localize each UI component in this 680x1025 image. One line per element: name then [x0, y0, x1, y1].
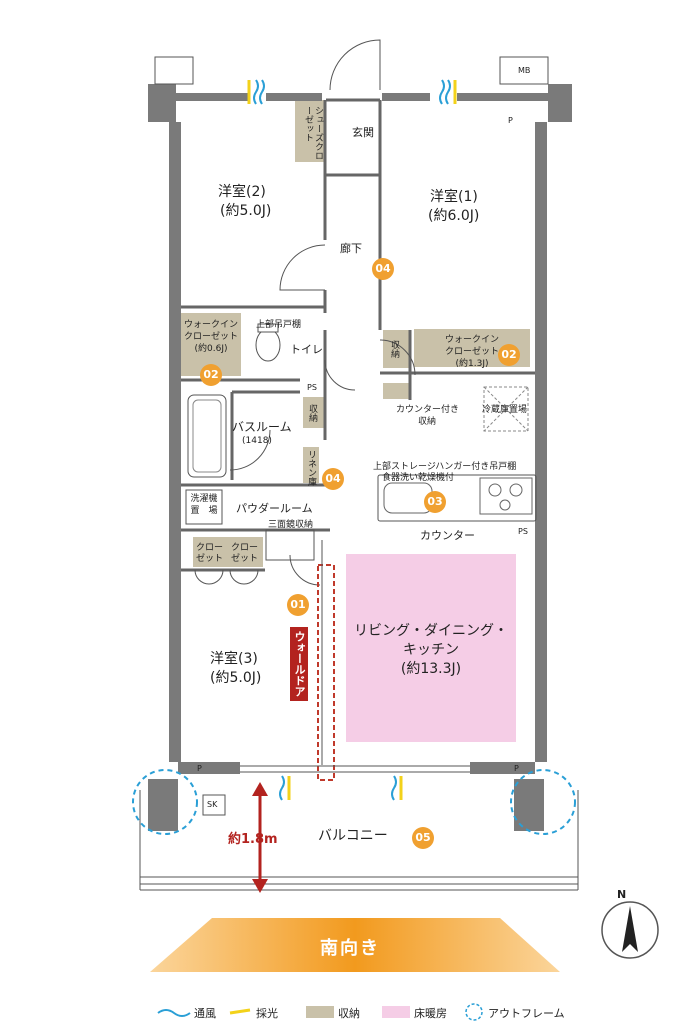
hall-label: 廊下	[340, 242, 362, 255]
marker-03: 03	[424, 491, 446, 513]
western2-name: 洋室(2)	[218, 184, 266, 200]
wic-left-line2: クローゼット	[183, 332, 238, 342]
wall-door-outline	[317, 564, 335, 781]
depth-label: 約1.8m	[228, 832, 278, 847]
wall-door-label: ウォールドア	[290, 627, 308, 701]
floor-heating-area	[346, 554, 516, 742]
wic-left-line1: ウォークイン	[183, 320, 238, 330]
counter-label: カウンター	[420, 529, 475, 542]
north-label: N	[617, 888, 627, 901]
marker-04: 04	[372, 258, 394, 280]
fridge-label: 冷蔵庫置場	[482, 405, 528, 415]
sk-label: SK	[207, 800, 218, 809]
legend-outframe-icon	[465, 1003, 483, 1021]
legend-wave-icon	[157, 1009, 191, 1017]
balcony-label: バルコニー	[318, 828, 388, 844]
light-marks	[247, 80, 457, 800]
ps-label: PS	[307, 383, 317, 392]
wic-left-size: (約0.6J)	[194, 344, 228, 354]
bathroom-name: バスルーム	[232, 420, 292, 434]
marker-02: 02	[498, 344, 520, 366]
p-label: P	[197, 764, 202, 773]
legend-storage: 収納	[338, 1007, 360, 1020]
ldk-line1: リビング・ダイニング・	[354, 623, 508, 639]
legend-light: 採光	[256, 1007, 278, 1020]
outframe-left	[132, 769, 198, 835]
washer-line2: 置 場	[190, 506, 218, 516]
legend-floor-heating: 床暖房	[414, 1007, 447, 1020]
mb-label: MB	[518, 66, 531, 75]
ldk-size: (約13.3J)	[400, 661, 462, 677]
upper-cabinet-label: 上部吊戸棚	[256, 320, 302, 330]
ventilation-marks	[253, 79, 451, 801]
western1-size: (約6.0J)	[428, 208, 480, 224]
storage-areas	[181, 100, 530, 567]
marker-05: 05	[412, 827, 434, 849]
bathroom-size: (1418)	[242, 436, 272, 446]
western2-size: (約5.0J)	[220, 203, 272, 219]
marker-02: 02	[200, 364, 222, 386]
counter-storage-line1: カウンター付き	[396, 405, 460, 415]
ps-label: PS	[518, 527, 528, 536]
closet-label: クローゼット	[195, 543, 223, 564]
entrance-label: 玄関	[352, 126, 374, 139]
outframe-right	[510, 769, 576, 835]
wic-right-line2: クローゼット	[444, 347, 499, 357]
western3-name: 洋室(3)	[210, 651, 258, 667]
linen-label: リネン庫	[306, 450, 316, 486]
storage-label: 収納	[389, 340, 399, 358]
legend-storage-swatch	[306, 1006, 334, 1018]
p-label: P	[508, 116, 513, 125]
closet-label: クローゼット	[230, 543, 258, 564]
upper-storage-line1: 上部ストレージハンガー付き吊戸棚	[373, 462, 517, 472]
marker-01: 01	[287, 594, 309, 616]
p-label: P	[514, 764, 519, 773]
wic-right-line1: ウォークイン	[444, 335, 499, 345]
counter-storage-line2: 収納	[418, 417, 437, 427]
legend-heating-swatch	[382, 1006, 410, 1018]
compass	[601, 901, 659, 959]
washer-line1: 洗濯機	[190, 494, 218, 504]
legend-ventilation: 通風	[194, 1007, 216, 1020]
western1-name: 洋室(1)	[430, 189, 478, 205]
mirror-storage-label: 三面鏡収納	[268, 520, 314, 530]
structural-walls	[148, 84, 572, 831]
upper-storage-line2: 食器洗い乾燥機付	[382, 473, 455, 483]
storage-label: 収納	[307, 404, 317, 422]
legend-outframe: アウトフレーム	[488, 1007, 565, 1020]
ldk-line2: キッチン	[403, 642, 459, 658]
door-swings	[194, 39, 416, 586]
legend-ray-icon	[229, 1008, 251, 1015]
powder-room-label: パウダールーム	[236, 502, 313, 515]
wic-right-size: (約1.3J)	[455, 359, 489, 369]
western3-size: (約5.0J)	[210, 670, 262, 686]
toilet-label: トイレ	[290, 343, 323, 356]
shoes-closet-label: シューズクローゼット	[303, 106, 323, 160]
marker-04: 04	[322, 468, 344, 490]
south-banner	[150, 918, 560, 972]
south-label: 南向き	[320, 938, 380, 959]
